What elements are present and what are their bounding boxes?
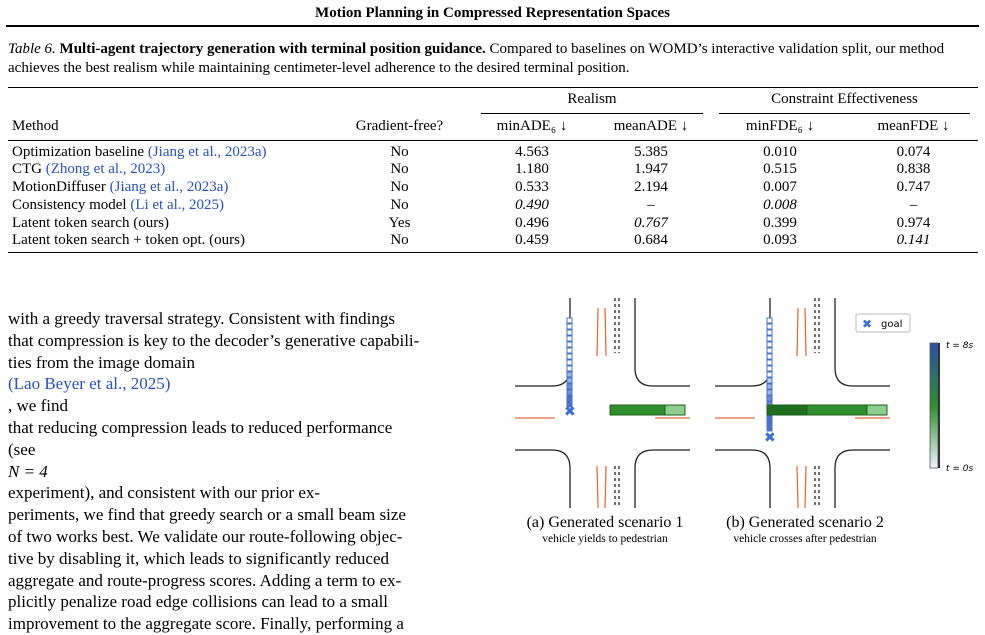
legend: ✖ goal: [855, 313, 911, 333]
minfde-cell: 0.399: [763, 214, 797, 231]
group-header-row: Realism Constraint Effectiveness: [8, 91, 978, 114]
minfde-cell: 0.008: [763, 196, 797, 213]
body-line: improvement to the aggregate score. Fina…: [8, 614, 404, 634]
minfde-cell: 0.515: [763, 161, 797, 178]
scenario-1-map: ✖: [515, 298, 690, 509]
body-line: plicitly penalize road edge collisions c…: [8, 592, 389, 612]
body-line: ties from the image domain (Lao Beyer et…: [8, 352, 478, 417]
table-row: Consistency model (Li et al., 2025) No 0…: [8, 197, 978, 215]
subfigure-b-title: (b) Generated scenario 2: [726, 514, 884, 531]
col-method: Method: [8, 113, 326, 141]
results-table: Realism Constraint Effectiveness Method …: [8, 87, 978, 253]
scenario-figure: ✖: [515, 298, 974, 509]
meanade-cell: 2.194: [634, 179, 668, 196]
col-meanfde: meanFDE ↓: [849, 113, 978, 141]
minade-cell: 0.490: [515, 196, 549, 213]
col-meanade: meanADE ↓: [591, 113, 711, 141]
meanfde-cell: 0.141: [849, 232, 978, 253]
meanade-cell: 0.767: [634, 214, 668, 231]
goal-marker: ✖: [564, 404, 576, 420]
meanade-cell: 0.684: [591, 232, 711, 253]
group-constraint: Constraint Effectiveness: [711, 91, 978, 114]
body-line: with a greedy traversal strategy. Consis…: [8, 309, 395, 328]
meanfde-cell: 0.074: [896, 143, 931, 160]
running-head: Motion Planning in Compressed Representa…: [315, 5, 670, 21]
minade-cell: 0.533: [515, 179, 549, 196]
col-minfde: minFDE₆ ↓: [711, 113, 849, 141]
caption-text: Compared to baselines on WOMD’s interact…: [8, 41, 945, 76]
method-name: Latent token search (ours): [12, 214, 170, 231]
body-line: periments, we find that greedy search or…: [8, 505, 406, 525]
scenario-2-map: ✖: [715, 298, 890, 509]
meanfde-cell: –: [909, 196, 918, 213]
citation-link[interactable]: (Jiang et al., 2023a): [109, 179, 229, 196]
minade-cell: 4.563: [515, 143, 549, 160]
table-row: Optimization baseline (Jiang et al., 202…: [8, 140, 978, 161]
minfde-cell: 0.093: [711, 232, 849, 253]
caption-label: Table 6.: [8, 41, 56, 57]
meanade-cell: 5.385: [634, 143, 668, 160]
gf-cell: No: [390, 161, 409, 178]
body-text: with a greedy traversal strategy. Consis…: [8, 308, 478, 635]
meanade-cell: 1.947: [634, 161, 668, 178]
gf-cell: Yes: [388, 214, 411, 231]
method-name: Latent token search + token opt. (ours): [12, 232, 245, 249]
body-line: of two works best. We validate our route…: [8, 526, 403, 546]
table-row: Latent token search + token opt. (ours) …: [8, 232, 978, 253]
goal-icon: ✖: [862, 317, 872, 331]
pedestrian-trajectory: [566, 317, 573, 408]
column-header-row: Method Gradient-free? minADE₆ ↓ meanADE …: [8, 113, 978, 141]
gf-cell: No: [390, 179, 409, 196]
subfigure-a-caption: (a) Generated scenario 1 vehicle yields …: [505, 513, 705, 547]
subfigure-b-caption: (b) Generated scenario 2 vehicle crosses…: [705, 513, 905, 547]
minade-cell: 1.180: [515, 161, 549, 178]
method-name: MotionDiffuser: [12, 179, 106, 196]
body-line: that compression is key to the decoder’s…: [8, 330, 420, 350]
minfde-cell: 0.007: [763, 179, 797, 196]
minfde-cell: 0.010: [763, 143, 797, 160]
math-n: N = 4: [8, 461, 48, 481]
table-row: CTG (Zhong et al., 2023) No 1.180 1.947 …: [8, 161, 978, 179]
citation-link[interactable]: (Zhong et al., 2023): [45, 161, 166, 178]
col-minade: minADE₆ ↓: [473, 113, 591, 141]
subfigure-b-subtitle: vehicle crosses after pedestrian: [733, 533, 877, 545]
vehicle-trajectory: [766, 404, 888, 416]
minade-cell: 0.459: [473, 232, 591, 253]
col-gradient-free: Gradient-free?: [326, 113, 473, 141]
gf-cell: No: [326, 232, 473, 253]
vehicle-trajectory: [609, 404, 686, 416]
subfigure-a-title: (a) Generated scenario 1: [526, 514, 684, 531]
subfigure-a-subtitle: vehicle yields to pedestrian: [542, 533, 668, 545]
method-name: CTG: [12, 161, 42, 178]
colorbar-top-label: t = 8s: [946, 341, 974, 351]
goal-marker: ✖: [764, 430, 776, 446]
caption-bold: Multi-agent trajectory generation with t…: [59, 41, 486, 57]
body-line: (see N = 4 experiment), and consistent w…: [8, 439, 478, 504]
table-caption: Table 6. Multi-agent trajectory generati…: [8, 40, 978, 78]
citation-link[interactable]: (Li et al., 2025): [130, 196, 225, 213]
citation-link[interactable]: (Jiang et al., 2023a): [147, 143, 267, 160]
time-colorbar: t = 8s t = 0s: [929, 341, 974, 474]
header-rule: [6, 25, 979, 27]
gf-cell: No: [390, 143, 409, 160]
pedestrian-trajectory: [766, 317, 773, 432]
method-name: Consistency model: [12, 196, 127, 213]
meanfde-cell: 0.838: [896, 161, 931, 178]
method-name: Optimization baseline: [12, 143, 145, 160]
table-row: Latent token search (ours) Yes 0.496 0.7…: [8, 215, 978, 233]
group-realism: Realism: [473, 91, 711, 114]
table-row: MotionDiffuser (Jiang et al., 2023a) No …: [8, 179, 978, 197]
colorbar-bottom-label: t = 0s: [946, 464, 974, 474]
meanfde-cell: 0.974: [896, 214, 931, 231]
meanfde-cell: 0.747: [896, 179, 931, 196]
body-line: that reducing compression leads to reduc…: [8, 417, 393, 437]
body-line: aggregate and route-progress scores. Add…: [8, 570, 402, 590]
minade-cell: 0.496: [515, 214, 549, 231]
gf-cell: No: [390, 196, 409, 213]
figure: ✖: [510, 298, 980, 518]
citation-link[interactable]: (Lao Beyer et al., 2025): [8, 374, 171, 394]
body-line: tive by disabling it, which leads to sig…: [8, 548, 389, 568]
meanade-cell: –: [647, 196, 655, 213]
legend-goal-label: goal: [881, 319, 902, 330]
